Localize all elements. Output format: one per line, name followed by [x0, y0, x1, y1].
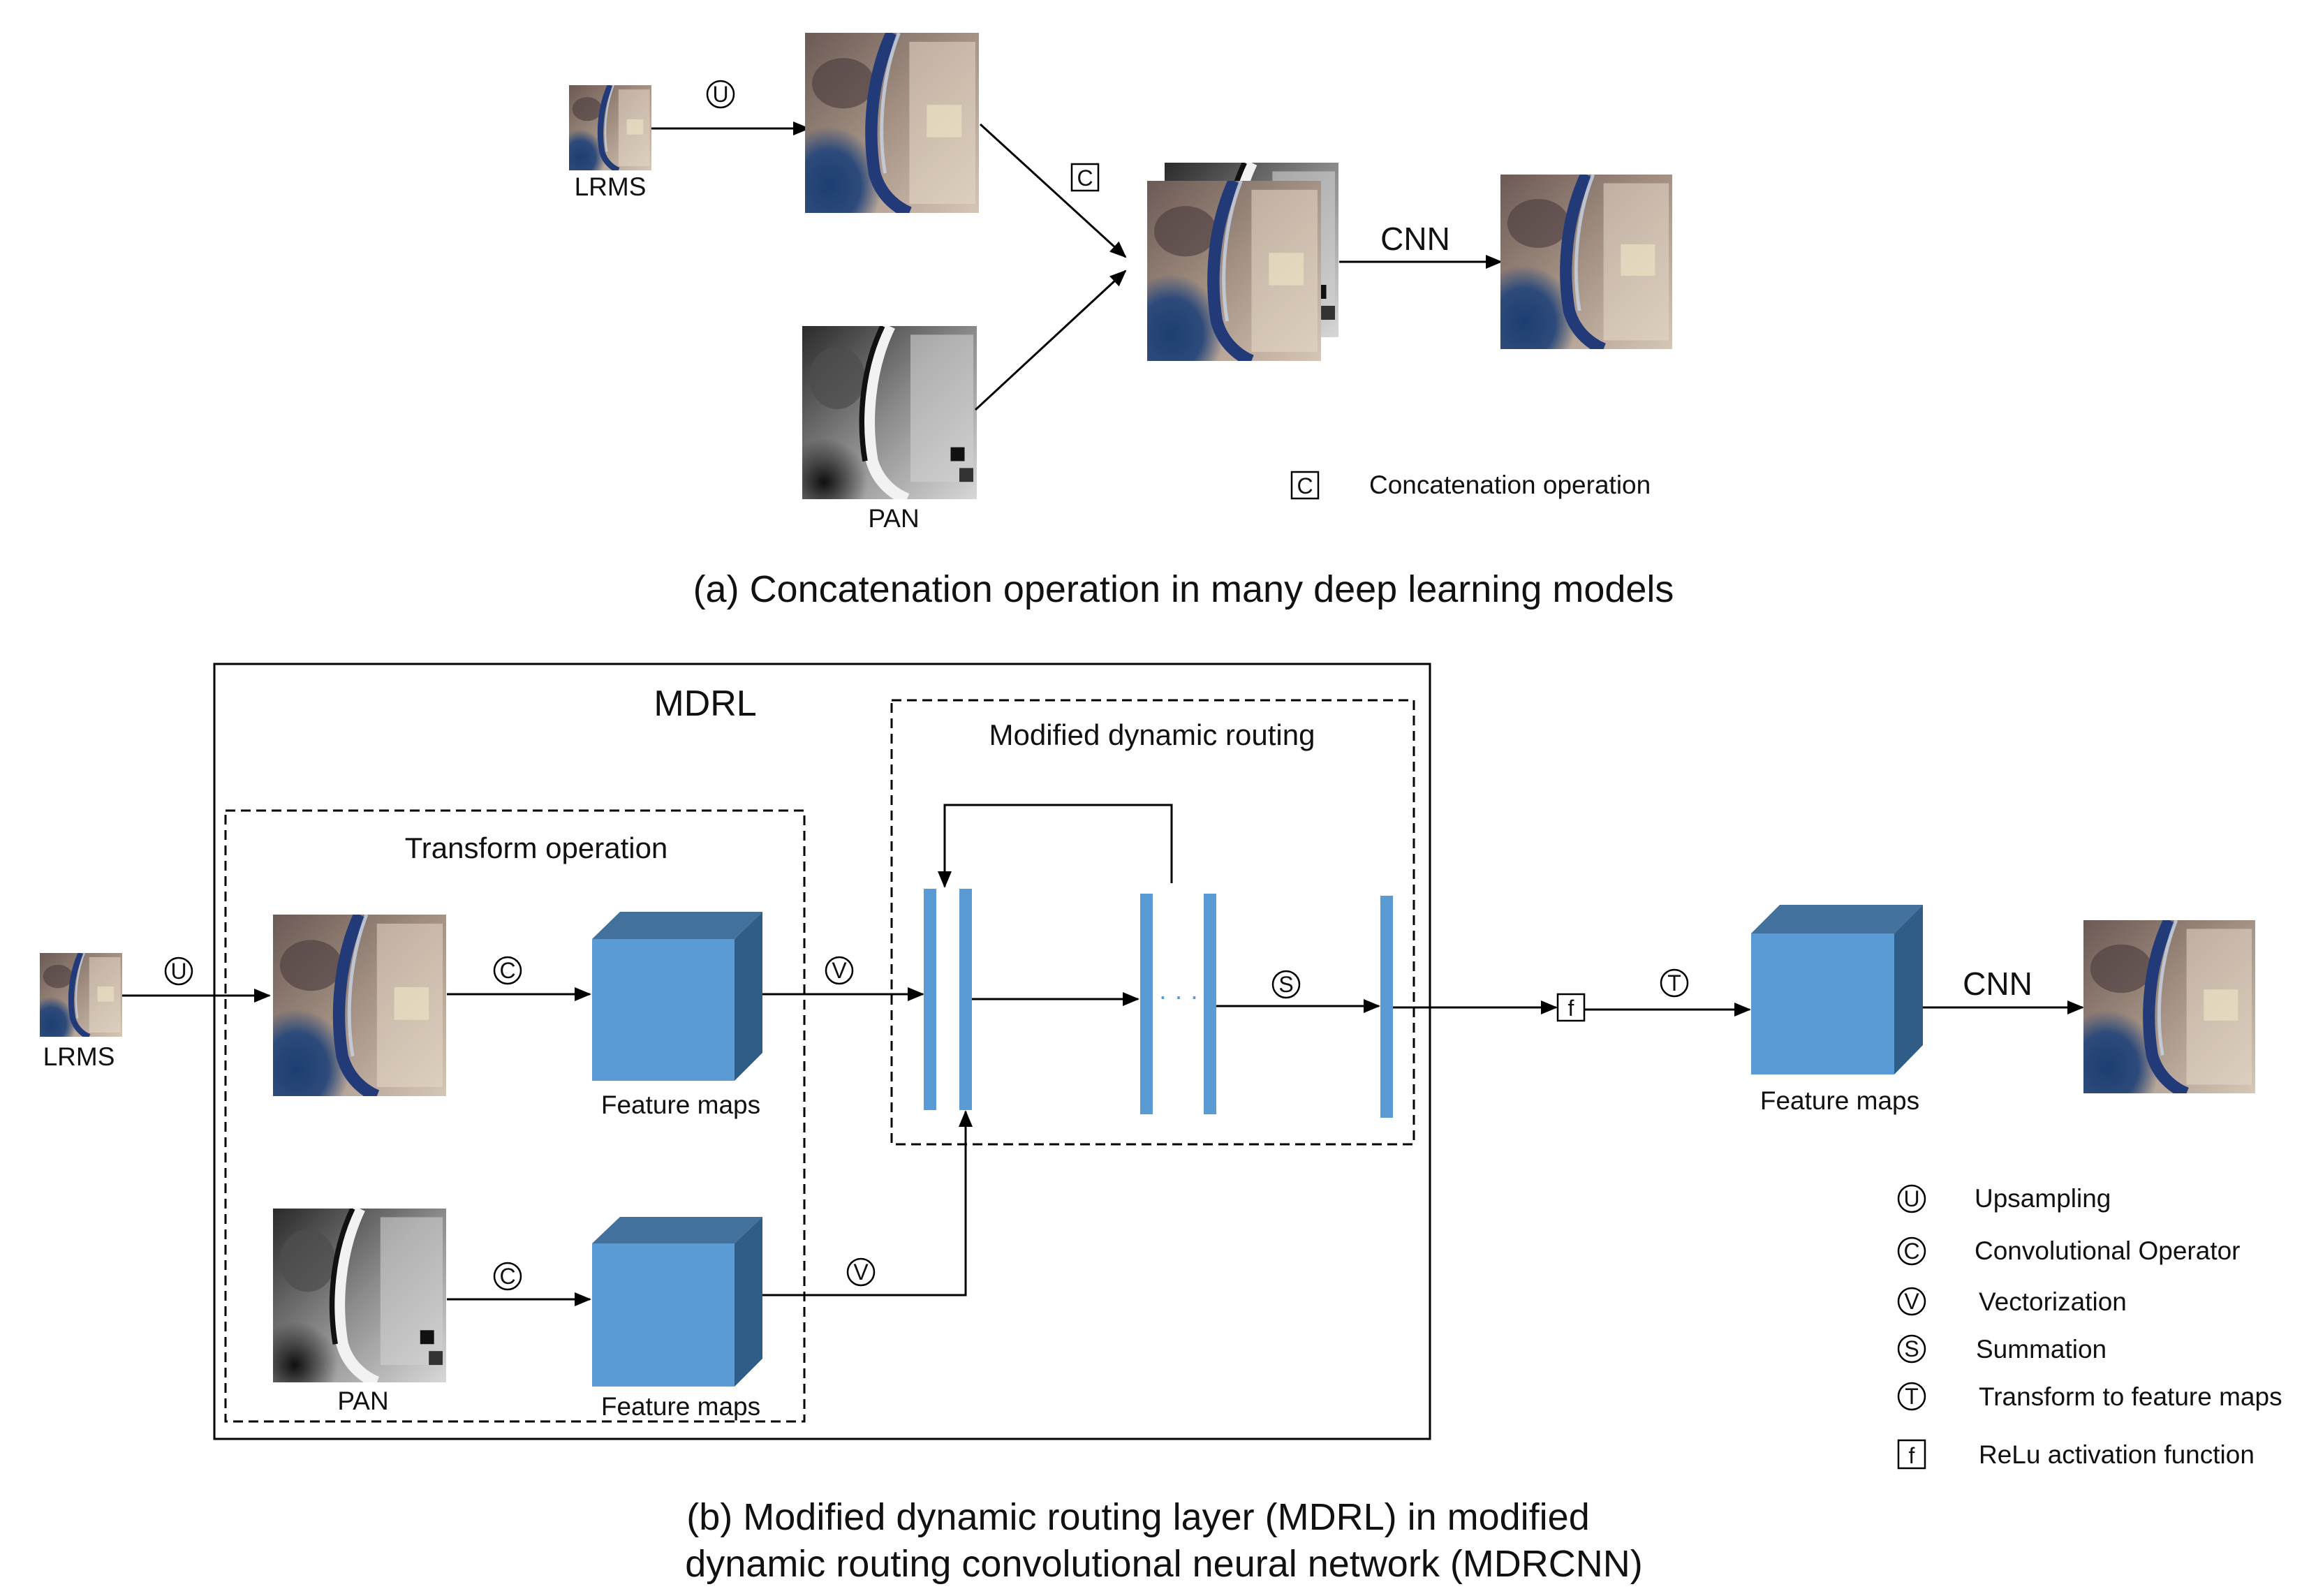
legend-symbol-c: C	[1903, 1239, 1919, 1264]
routing-bar-5	[1380, 896, 1393, 1118]
feature-maps-label-top: Feature maps	[601, 1091, 760, 1119]
relu-box	[1556, 993, 1586, 1022]
transform-circle	[1660, 968, 1689, 998]
concat-stack-front	[1147, 181, 1321, 361]
transform-symbol: T	[1667, 970, 1681, 996]
conv-circle-bottom	[493, 1262, 522, 1291]
summation-symbol: S	[1278, 972, 1293, 997]
legend-concat-text-a: Concatenation operation	[1369, 471, 1651, 499]
arrow-pan-to-concat	[974, 269, 1127, 411]
routing-title: Modified dynamic routing	[989, 718, 1315, 751]
legend-item-transform: T Transform to feature maps	[1897, 1382, 2282, 1411]
legend-text-upsampling: Upsampling	[1975, 1184, 2111, 1213]
legend-symbol-u: U	[1903, 1186, 1919, 1211]
conv-circle-top	[493, 956, 522, 985]
legend-text-convolution: Convolutional Operator	[1975, 1236, 2241, 1265]
pan-label-a: PAN	[868, 504, 919, 533]
routing-dots: · · ·	[1158, 982, 1199, 1010]
routing-bar-1	[924, 889, 936, 1110]
feature-cube-bottom	[592, 1217, 762, 1387]
transform-title: Transform operation	[405, 832, 668, 864]
legend-item-vectorization: V Vectorization	[1897, 1287, 2127, 1316]
lrms-image-b	[40, 953, 122, 1037]
feature-maps-label-right: Feature maps	[1760, 1086, 1919, 1115]
upsample-symbol-b: U	[170, 959, 186, 984]
pan-image-b	[273, 1209, 446, 1382]
concat-symbol-a: C	[1077, 165, 1093, 191]
routing-bar-4	[1204, 894, 1216, 1114]
vectorize-circle-bottom	[846, 1257, 876, 1287]
cnn-label-b: CNN	[1963, 966, 2032, 1002]
legend-symbol-f: f	[1909, 1443, 1915, 1468]
legend-item-convolution: C Convolutional Operator	[1897, 1236, 2241, 1266]
upsample-symbol-circle-a	[706, 80, 735, 109]
routing-bar-3	[1140, 894, 1153, 1114]
legend-symbol-s: S	[1904, 1336, 1919, 1361]
legend-text-vectorization: Vectorization	[1979, 1287, 2127, 1316]
legend-concat-symbol-a: C	[1297, 473, 1313, 498]
legend: U Upsampling C Convolutional Operator V …	[1897, 1184, 2282, 1470]
concat-symbol-box-a	[1070, 163, 1100, 192]
vectorize-circle-top	[825, 956, 854, 985]
lrms-label-a: LRMS	[575, 172, 647, 201]
caption-b-line1: (b) Modified dynamic routing layer (MDRL…	[686, 1496, 1589, 1538]
lrms-image-a	[569, 85, 651, 170]
mdrl-box	[213, 663, 1431, 1440]
legend-text-transform: Transform to feature maps	[1979, 1382, 2282, 1411]
upsample-circle-b	[164, 956, 193, 986]
arrow-vectorize-bottom	[762, 1110, 973, 1296]
pan-label-b: PAN	[337, 1387, 388, 1415]
lrms-label-b: LRMS	[43, 1042, 115, 1071]
routing-box	[890, 699, 1415, 1146]
part-a: LRMS U PAN C CNN C Concatenation operati…	[569, 33, 1674, 610]
cnn-label-a: CNN	[1380, 221, 1450, 257]
upsampled-image-b	[273, 915, 446, 1096]
caption-b-line2: dynamic routing convolutional neural net…	[685, 1543, 1643, 1585]
legend-item-relu: f ReLu activation function	[1897, 1439, 2255, 1470]
relu-symbol: f	[1568, 996, 1574, 1021]
legend-item-upsampling: U Upsampling	[1897, 1184, 2111, 1213]
routing-bar-2	[959, 889, 972, 1110]
caption-a: (a) Concatenation operation in many deep…	[693, 568, 1674, 610]
output-image-a	[1500, 175, 1672, 349]
vectorize-symbol-top: V	[832, 958, 847, 983]
legend-symbol-t: T	[1905, 1384, 1919, 1409]
legend-item-summation: S Summation	[1897, 1334, 2107, 1364]
upsampled-image-a	[805, 33, 979, 213]
legend-symbol-v: V	[1904, 1289, 1919, 1314]
legend-text-relu: ReLu activation function	[1979, 1440, 2255, 1469]
legend-text-summation: Summation	[1976, 1335, 2107, 1364]
feature-maps-label-bottom: Feature maps	[601, 1392, 760, 1421]
conv-symbol-top: C	[499, 958, 515, 983]
arrow-upsampled-to-concat	[979, 123, 1127, 258]
upsample-symbol-a: U	[712, 82, 728, 107]
pan-image-a	[802, 326, 977, 499]
transform-box	[224, 809, 806, 1423]
mdrl-title: MDRL	[654, 684, 756, 724]
part-b: MDRL Transform operation Modified dynami…	[40, 663, 2255, 1585]
routing-feedback-loop	[938, 804, 1173, 888]
summation-circle	[1271, 970, 1301, 999]
feature-cube-right	[1751, 905, 1923, 1074]
vectorize-symbol-bottom: V	[853, 1259, 869, 1285]
feature-cube-top	[592, 912, 762, 1081]
legend-concat-box-a	[1290, 471, 1320, 500]
conv-symbol-bottom: C	[499, 1264, 515, 1289]
output-image-b	[2083, 920, 2255, 1093]
